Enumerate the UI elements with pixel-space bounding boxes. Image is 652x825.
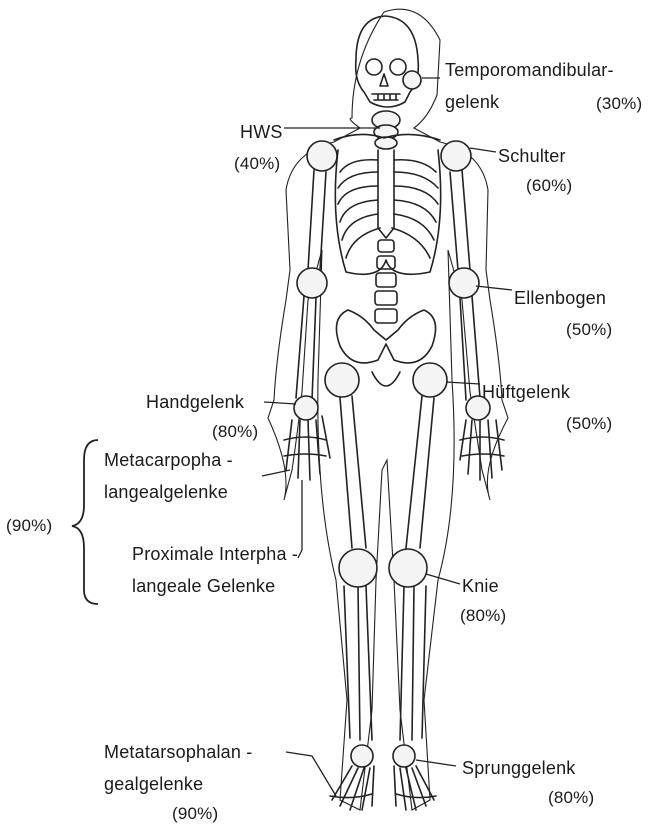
- mcp-label-line2: langealgelenke: [104, 482, 228, 502]
- ankle-joint-right: [351, 745, 373, 767]
- tmj-label-line2: gelenk: [445, 92, 499, 112]
- mcp-label: Metacarpopha -: [104, 450, 233, 470]
- pip-label: Proximale Interpha -: [132, 544, 298, 564]
- elbow-joint-left: [449, 268, 479, 298]
- lumbar-spine: [375, 240, 397, 323]
- elbow-percentage: (50%): [566, 320, 612, 340]
- hws-label: HWS: [240, 122, 283, 142]
- wrist-label: Handgelenk: [146, 392, 244, 412]
- group-percentage: (90%): [6, 516, 52, 536]
- wrist-joint-right: [294, 396, 318, 420]
- ankle-percentage: (80%): [548, 788, 594, 808]
- group-brace: [72, 440, 98, 604]
- shoulder-joint-right: [307, 141, 337, 171]
- pip-label-line2: langeale Gelenke: [132, 576, 275, 596]
- tmj-label: Temporomandibular-: [445, 60, 614, 80]
- mtp-label-line2: gealgelenke: [104, 774, 203, 794]
- shoulder-percentage: (60%): [526, 176, 572, 196]
- hand-right: [284, 416, 330, 480]
- hws-percentage: (40%): [234, 154, 280, 174]
- hip-joint-right: [325, 363, 359, 397]
- tmj-percentage: (30%): [596, 94, 642, 114]
- hip-label: Hüftgelenk: [482, 382, 570, 402]
- mtp-label: Metatarsophalan -: [104, 742, 252, 762]
- wrist-percentage: (80%): [212, 422, 258, 442]
- hip-joint-left: [413, 363, 447, 397]
- hip-percentage: (50%): [566, 414, 612, 434]
- cervical-spine: [372, 111, 400, 149]
- foot-right: [330, 766, 374, 810]
- ankle-label: Sprunggelenk: [462, 758, 576, 778]
- shoulder-joint-left: [441, 141, 471, 171]
- mtp-percentage: (90%): [172, 804, 218, 824]
- ankle-joint-left: [393, 745, 415, 767]
- elbow-joint-right: [297, 268, 327, 298]
- knee-label: Knie: [462, 576, 499, 596]
- elbow-label: Ellenbogen: [514, 288, 606, 308]
- shoulder-label: Schulter: [498, 146, 566, 166]
- tmj-joint: [403, 71, 421, 89]
- knee-joint-right: [339, 549, 377, 587]
- knee-joint-left: [389, 549, 427, 587]
- skull: [356, 16, 419, 107]
- knee-percentage: (80%): [460, 606, 506, 626]
